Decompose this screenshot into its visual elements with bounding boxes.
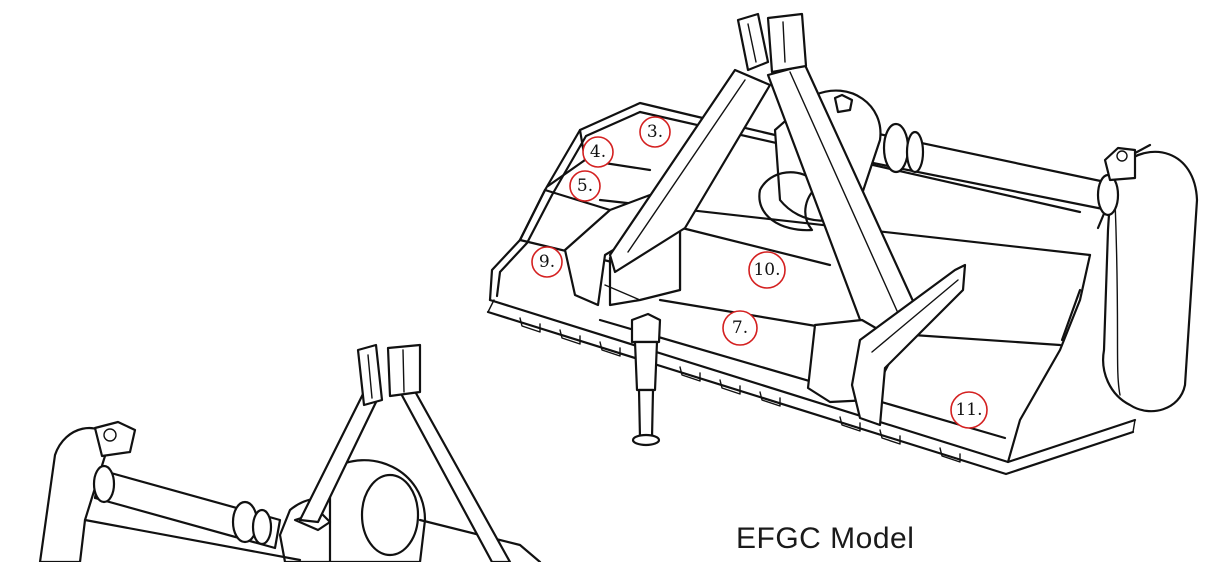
model-label: EFGC Model xyxy=(736,522,915,555)
callout-11-label: 11. xyxy=(955,400,982,420)
callout-4-label: 4. xyxy=(590,142,606,162)
secondary-mower-drawing xyxy=(38,343,542,562)
main-mower-drawing xyxy=(486,12,1199,476)
callout-10-label: 10. xyxy=(753,260,780,280)
callout-3-label: 3. xyxy=(647,122,663,142)
callout-9-label: 9. xyxy=(539,252,555,272)
callout-9: 9. xyxy=(531,246,563,278)
callout-5-label: 5. xyxy=(577,176,593,196)
callout-7-label: 7. xyxy=(732,318,748,338)
callout-5: 5. xyxy=(569,170,601,202)
callout-3: 3. xyxy=(639,116,671,148)
callout-10: 10. xyxy=(748,251,786,289)
callout-7: 7. xyxy=(722,310,758,346)
callout-11: 11. xyxy=(950,391,988,429)
callout-4: 4. xyxy=(582,136,614,168)
